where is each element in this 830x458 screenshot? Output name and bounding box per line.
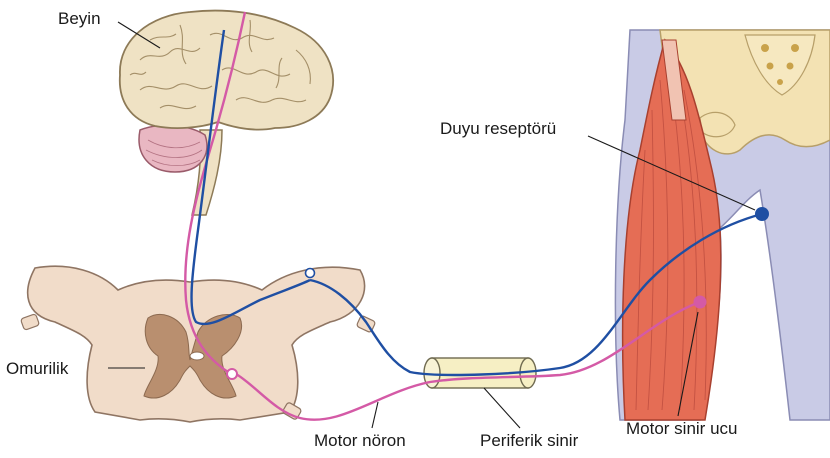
sensory-receptor-dot bbox=[755, 207, 769, 221]
motor-neuron-cell-body bbox=[227, 369, 237, 379]
spinal-cord-illustration bbox=[20, 266, 375, 422]
brain-illustration bbox=[120, 11, 333, 215]
label-sensory-receptor: Duyu reseptörü bbox=[440, 119, 556, 138]
cerebellum bbox=[139, 125, 207, 172]
motor-nerve-ending-dot bbox=[694, 296, 707, 309]
leader-peripheral-nerve bbox=[484, 388, 520, 428]
leg-pelvis-illustration bbox=[615, 30, 830, 420]
label-peripheral-nerve: Periferik sinir bbox=[480, 431, 579, 450]
label-motor-neuron: Motor nöron bbox=[314, 431, 406, 450]
label-brain: Beyin bbox=[58, 9, 101, 28]
cerebrum bbox=[120, 11, 333, 130]
leader-motor-neuron bbox=[372, 402, 378, 428]
label-motor-nerve-ending: Motor sinir ucu bbox=[626, 419, 737, 438]
label-spinal-cord: Omurilik bbox=[6, 359, 69, 378]
